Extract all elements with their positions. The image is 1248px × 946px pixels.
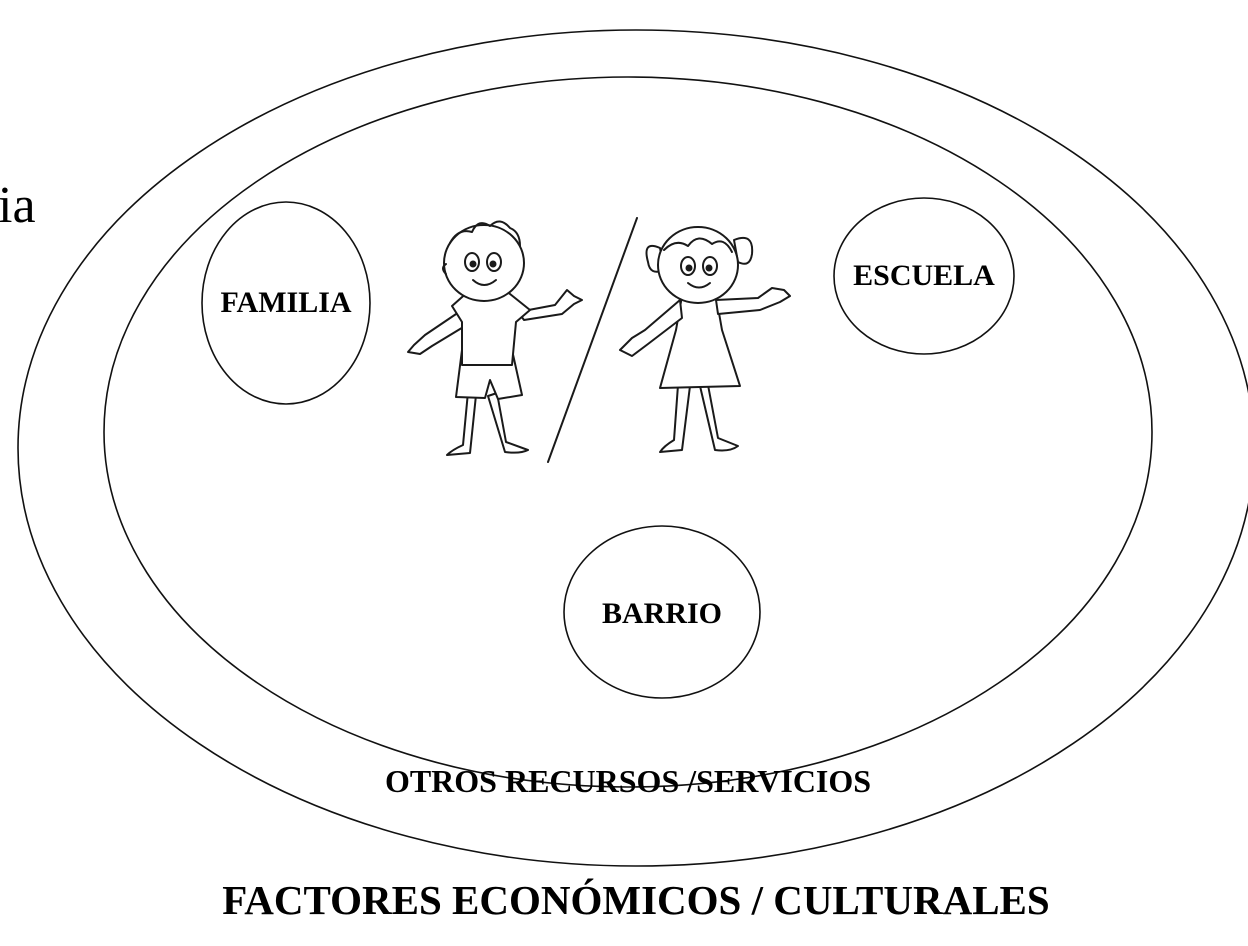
familia-circle	[201, 201, 371, 405]
divider-slash	[547, 217, 638, 463]
girl-illustration	[619, 226, 791, 453]
side-text-fragment: ia	[0, 177, 36, 234]
otros-recursos-label: OTROS RECURSOS /SERVICIOS	[385, 763, 871, 799]
factores-label: FACTORES ECONÓMICOS / CULTURALES	[222, 877, 1049, 923]
escuela-circle	[833, 197, 1015, 355]
escuela-label: ESCUELA	[853, 259, 995, 292]
barrio-label: BARRIO	[602, 597, 722, 630]
familia-label: FAMILIA	[220, 286, 351, 319]
barrio-circle	[563, 525, 761, 699]
boy-illustration	[407, 220, 583, 456]
inner-ellipse	[103, 76, 1153, 788]
outer-ellipse	[17, 29, 1248, 867]
